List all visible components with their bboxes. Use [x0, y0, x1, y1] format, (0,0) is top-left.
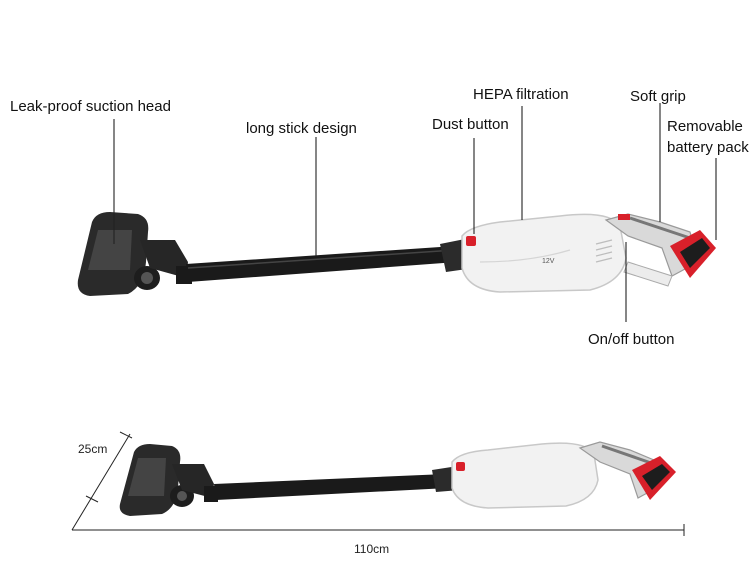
dimension-lines [71, 431, 685, 536]
callout-soft-grip: Soft grip [630, 88, 686, 105]
callout-dust-button: Dust button [432, 116, 509, 133]
vacuum-bottom [119, 441, 676, 516]
callout-suction-head: Leak-proof suction head [10, 98, 171, 115]
callout-onoff: On/off button [588, 331, 675, 348]
stick-top [186, 246, 457, 282]
vacuum-body-bottom [451, 442, 599, 509]
voltage-badge: 12V [542, 258, 555, 265]
dust-button-top [466, 236, 476, 246]
vacuum-top [77, 212, 716, 296]
callout-stick: long stick design [246, 120, 357, 137]
dimension-length: 110cm [354, 542, 390, 556]
callout-hepa: HEPA filtration [473, 86, 569, 103]
vacuum-body-top [461, 213, 627, 293]
callout-battery-line1: Removable [667, 118, 743, 135]
dimension-height: 25cm [78, 442, 108, 456]
callout-battery-line2: battery pack [667, 139, 749, 156]
callout-lines [113, 103, 717, 322]
stick-bottom [214, 474, 448, 500]
